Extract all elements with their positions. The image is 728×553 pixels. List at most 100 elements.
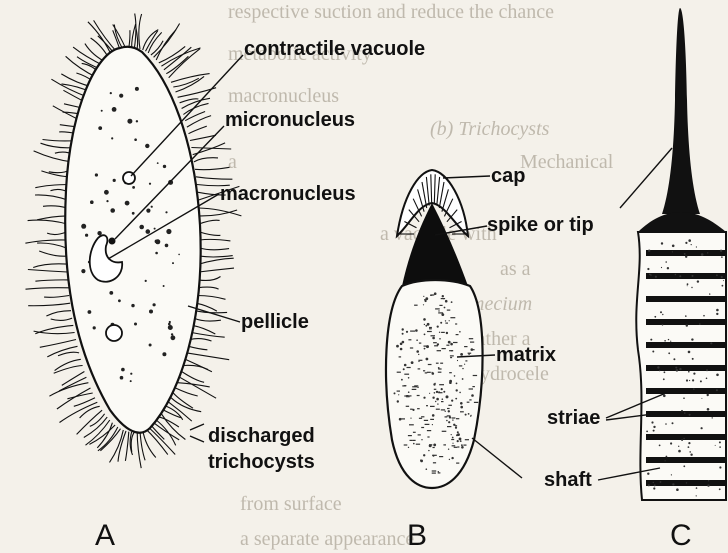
cilium — [194, 318, 221, 321]
matrix-speck — [421, 439, 422, 440]
matrix-speck — [427, 323, 430, 326]
granule — [132, 212, 135, 215]
shaft-speck — [675, 274, 677, 276]
matrix-speck — [426, 468, 428, 470]
granule — [131, 304, 134, 307]
matrix-speck — [465, 360, 467, 361]
granule — [168, 323, 171, 326]
bleed-line-12: from surface — [240, 493, 342, 515]
bleed-line-13: a separate appearance — [240, 528, 414, 550]
cilium — [49, 383, 88, 397]
shaft-speck — [691, 287, 692, 288]
granule — [178, 254, 180, 256]
matrix-speck — [469, 399, 471, 400]
cilium — [37, 243, 66, 248]
matrix-speck — [452, 419, 453, 420]
cilium — [171, 74, 210, 83]
shaft-speck — [662, 314, 663, 315]
shaft-speck — [654, 316, 656, 318]
granule — [132, 186, 135, 189]
matrix-speck — [416, 444, 420, 445]
matrix-speck — [427, 372, 431, 373]
matrix-speck — [448, 405, 452, 406]
panel-label-b: B — [407, 519, 427, 552]
granule — [119, 94, 123, 98]
bleed-line-3: macronucleus — [228, 85, 339, 107]
matrix-speck — [413, 440, 416, 441]
shaft-speck — [671, 474, 672, 475]
matrix-speck — [425, 325, 427, 327]
matrix-speck — [448, 449, 449, 450]
shaft-speck — [659, 445, 661, 447]
shaft-speck — [659, 370, 660, 371]
cilium — [200, 232, 221, 235]
granule — [166, 229, 171, 234]
shaft-speck — [672, 245, 675, 248]
shaft-speck — [716, 313, 718, 315]
shaft-speck — [683, 397, 685, 399]
matrix-speck — [442, 295, 444, 297]
cilium — [199, 258, 234, 264]
cilium — [196, 177, 233, 179]
matrix-speck — [462, 378, 464, 380]
matrix-speck — [399, 356, 402, 357]
matrix-speck — [402, 341, 405, 344]
stria — [646, 319, 726, 325]
matrix-speck — [421, 427, 424, 428]
cilium — [43, 206, 67, 208]
matrix-speck — [460, 406, 463, 409]
matrix-speck — [434, 389, 437, 390]
granule — [120, 376, 124, 380]
shaft-speck — [662, 324, 664, 326]
paramecium-drawing — [25, 14, 241, 469]
matrix-speck — [424, 346, 428, 347]
matrix-speck — [451, 434, 452, 435]
shaft-speck — [690, 454, 692, 456]
matrix-speck — [464, 346, 467, 347]
cilium — [151, 425, 164, 439]
matrix-speck — [398, 394, 399, 395]
shaft-speck — [685, 242, 687, 244]
matrix-speck — [413, 443, 415, 445]
label-pellicle: pellicle — [241, 311, 309, 333]
matrix-speck — [443, 444, 446, 445]
shaft-speck — [653, 426, 655, 428]
matrix-speck — [456, 389, 458, 391]
cilium — [47, 232, 66, 235]
matrix-speck — [418, 368, 421, 369]
shaft-speck — [688, 239, 691, 242]
granule — [111, 137, 113, 139]
matrix-speck — [410, 347, 413, 348]
shaft-speck — [665, 460, 666, 461]
granule — [139, 225, 144, 230]
granule — [135, 87, 139, 91]
matrix-speck — [445, 411, 446, 412]
matrix-speck — [463, 445, 466, 446]
granule — [172, 262, 174, 264]
shaft-speck — [707, 408, 710, 411]
matrix-speck — [454, 375, 456, 377]
cilium — [187, 353, 229, 360]
matrix-speck — [469, 338, 473, 339]
granule — [130, 380, 132, 382]
cilium — [35, 185, 69, 188]
matrix-speck — [406, 395, 409, 396]
label-discharged: discharged — [208, 425, 315, 447]
granule — [125, 201, 130, 206]
matrix-speck — [428, 364, 432, 365]
granule — [118, 299, 121, 302]
matrix-speck — [410, 331, 415, 332]
matrix-speck — [456, 334, 459, 335]
shaft-speck — [719, 466, 721, 468]
bleed-line-4: (b) Trichocysts — [430, 118, 550, 140]
matrix-speck — [423, 370, 425, 371]
matrix-speck — [440, 363, 443, 364]
matrix-speck — [438, 391, 440, 393]
shaft-speck — [696, 487, 698, 489]
matrix-speck — [472, 349, 475, 350]
shaft-speck — [650, 339, 652, 341]
granule — [110, 92, 112, 94]
matrix-speck — [400, 348, 403, 351]
cilium — [129, 30, 130, 48]
matrix-speck — [412, 409, 414, 411]
